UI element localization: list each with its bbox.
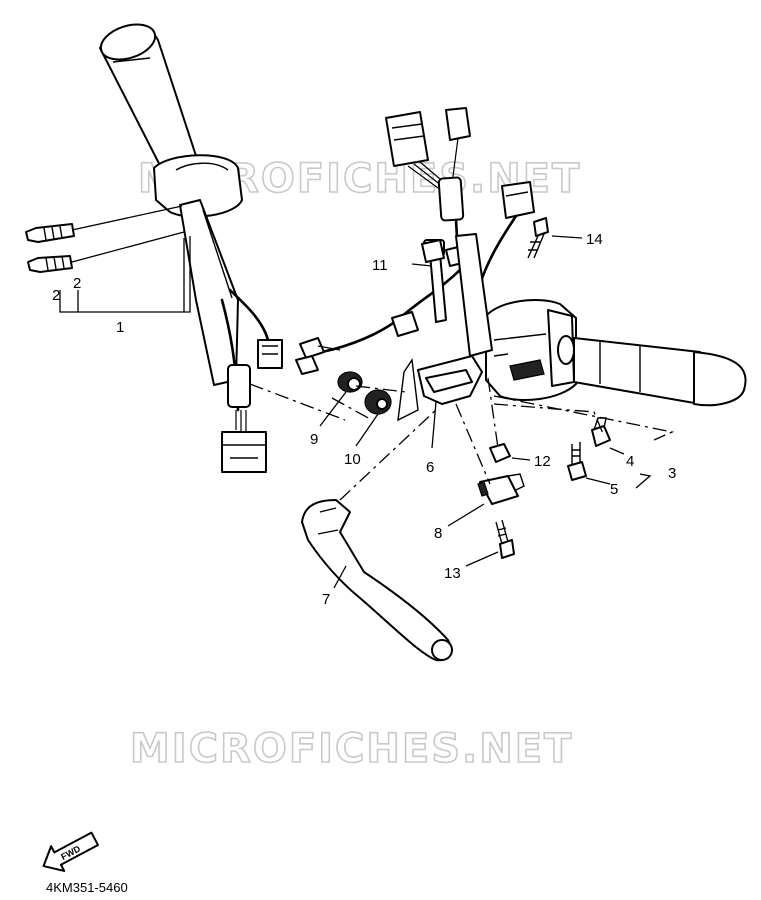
- callout-8: 8: [434, 525, 442, 542]
- center-wiring: [295, 214, 518, 375]
- callout-5: 5: [610, 481, 618, 498]
- screw-13: [495, 519, 515, 559]
- callout-11: 11: [372, 257, 388, 274]
- right-switch-housing: [485, 299, 577, 401]
- callout-4: 4: [626, 453, 634, 470]
- callout-2b: 2: [73, 275, 81, 292]
- front-brake-switch: [477, 473, 525, 505]
- forward-arrow-icon: FWD: [42, 831, 100, 872]
- callout-14: 14: [586, 231, 603, 248]
- brake-lever: [301, 499, 453, 662]
- pivot-collar: [337, 371, 363, 393]
- pivot-washer: [364, 389, 392, 415]
- callout-3: 3: [668, 465, 676, 482]
- left-switch-screws: [25, 205, 185, 273]
- watermark-bottom: MICROFICHES.NET: [130, 726, 573, 772]
- diagram-code: 4KM351-5460: [46, 880, 128, 895]
- screw-5: [567, 442, 587, 481]
- leader-lines: [319, 235, 652, 589]
- callout-10: 10: [344, 451, 361, 468]
- left-handlebar-grip: [99, 23, 201, 186]
- left-switch-wiring: [220, 288, 283, 473]
- top-connectors: [385, 107, 535, 222]
- right-handlebar-grip: [573, 337, 747, 407]
- callout-12: 12: [534, 453, 551, 470]
- callout-1-bracket: [59, 236, 191, 313]
- callout-7: 7: [322, 591, 330, 608]
- callout-9: 9: [310, 431, 318, 448]
- pivot-bolt: [421, 239, 445, 263]
- screw-14: [527, 217, 549, 259]
- callout-2a: 2: [52, 287, 60, 304]
- nut-12: [489, 443, 511, 463]
- callout-6: 6: [426, 459, 434, 476]
- screw-4: [591, 417, 611, 447]
- left-switch-housing: [153, 154, 243, 386]
- callout-13: 13: [444, 565, 461, 582]
- callout-1: 1: [116, 319, 124, 336]
